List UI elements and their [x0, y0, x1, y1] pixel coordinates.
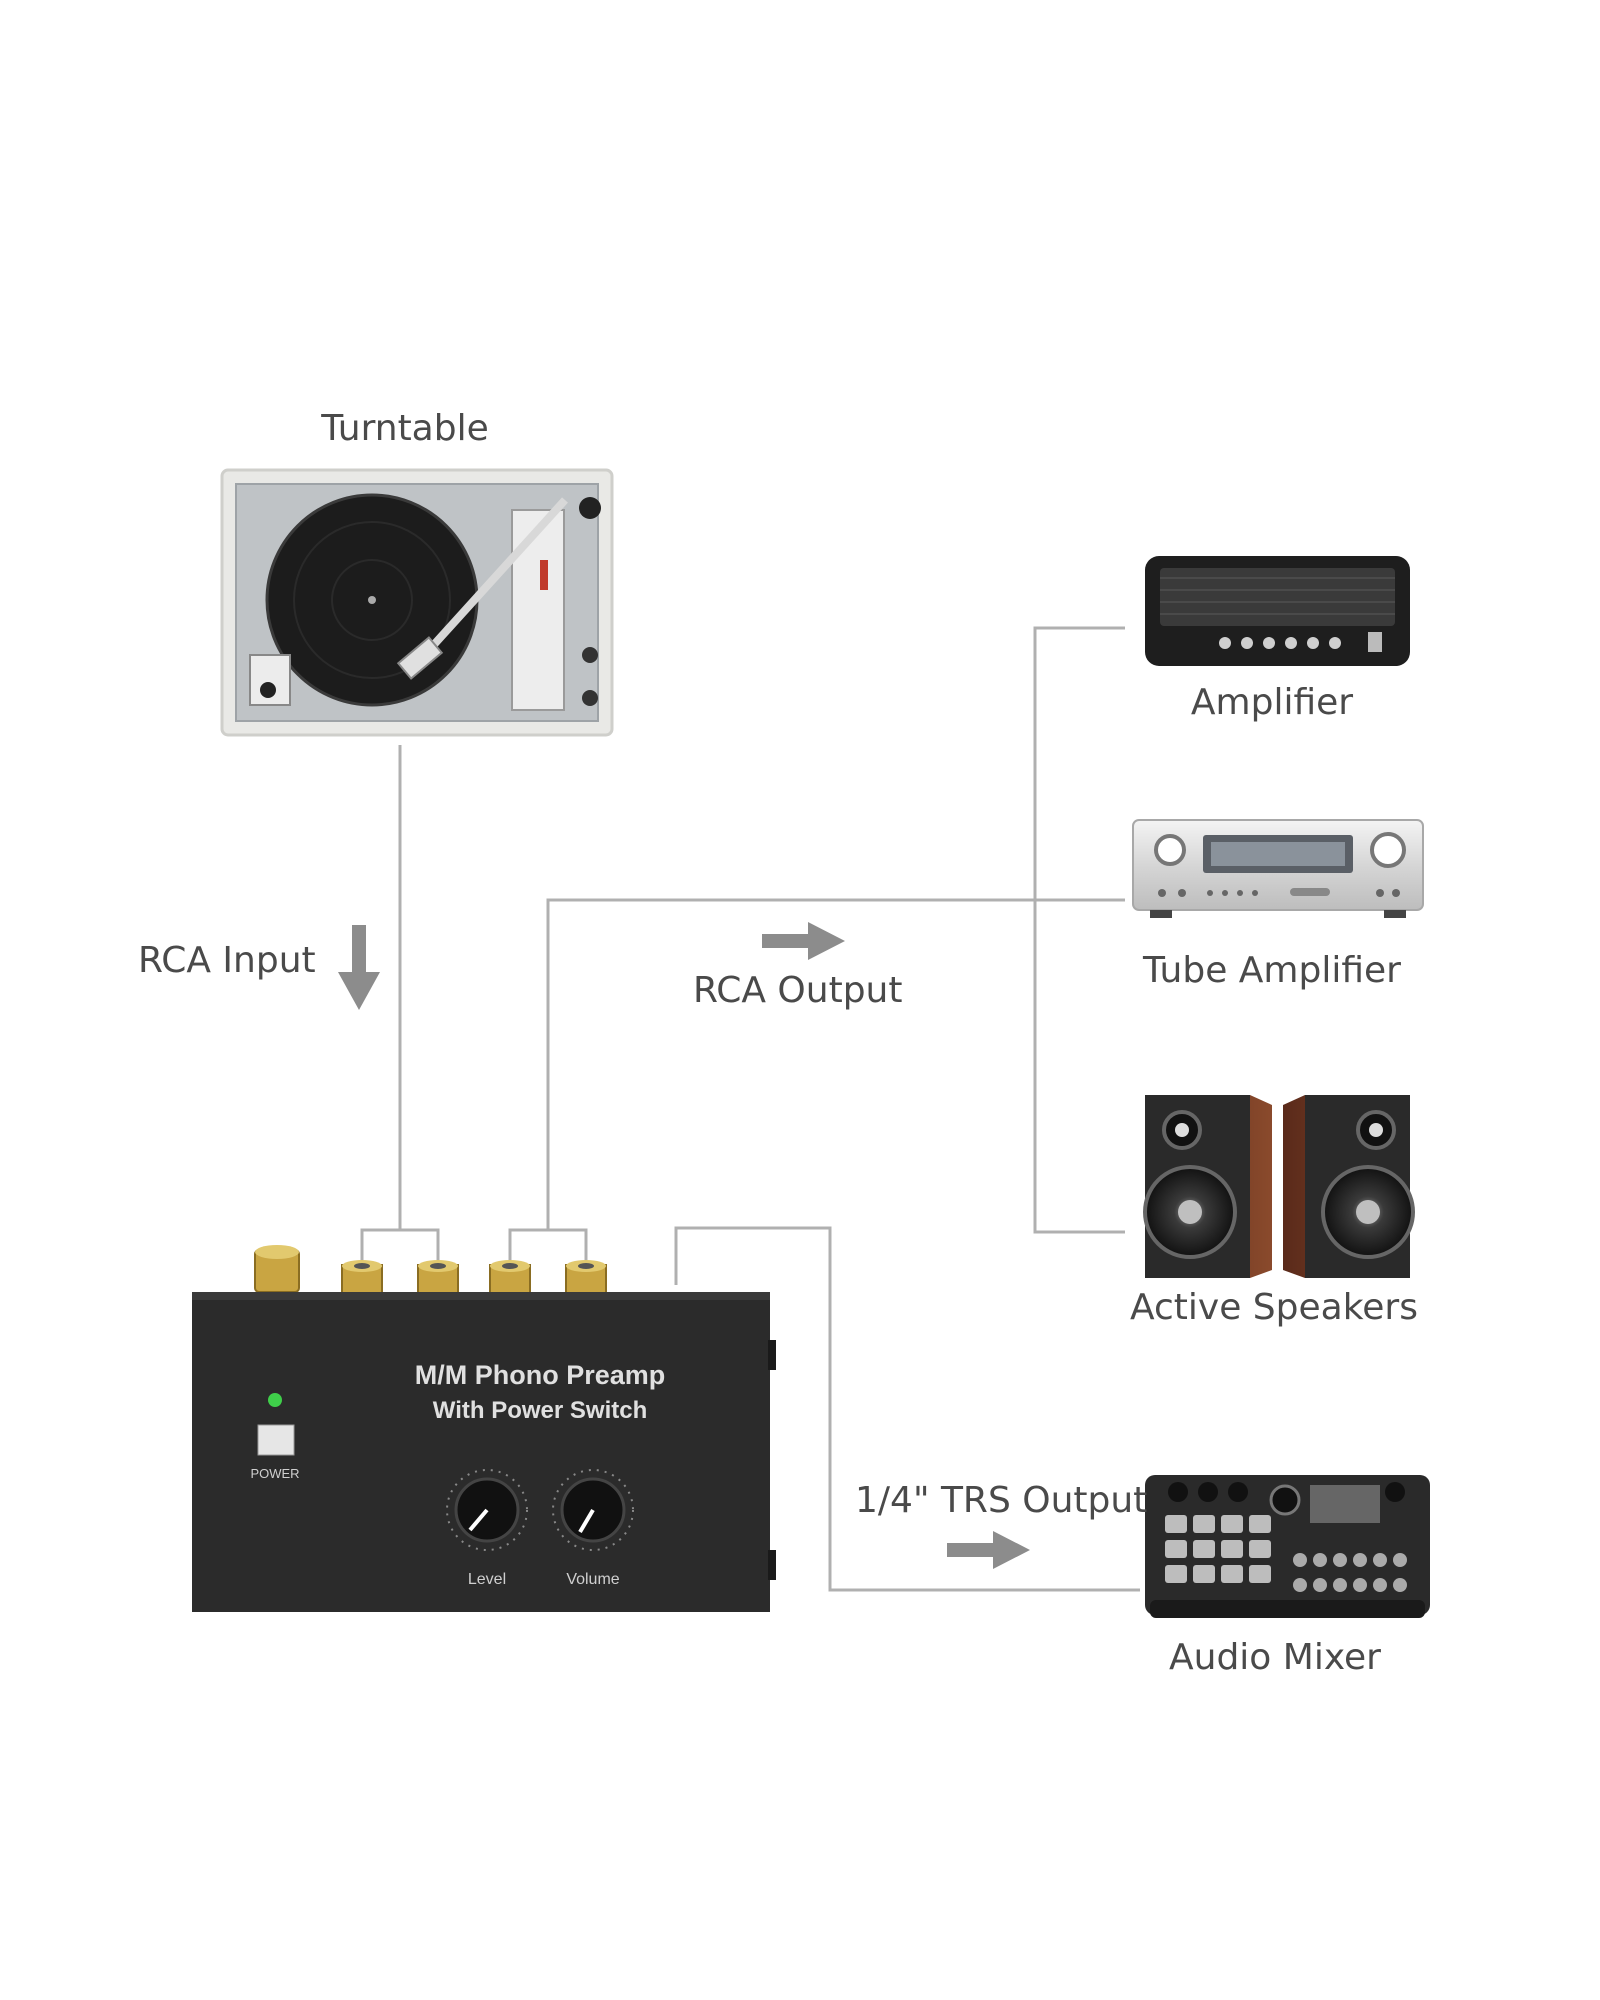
active-speakers-illustration	[1143, 1095, 1415, 1278]
wires	[360, 626, 1140, 1592]
amplifier-label: Amplifier	[1190, 682, 1354, 723]
rca-input-arrow	[338, 925, 380, 1010]
audio-mixer-label: Audio Mixer	[1169, 1637, 1381, 1678]
tube-amplifier-label: Tube Amplifier	[1143, 950, 1401, 991]
rca-jack-input-right	[417, 1260, 459, 1296]
amplifier-illustration	[1145, 556, 1410, 666]
rca-output-fork	[508, 1228, 588, 1265]
rca-jack-input-left	[341, 1260, 383, 1296]
tube-amplifier-illustration	[1132, 819, 1424, 918]
preamp-title-line1: M/M Phono Preamp	[415, 1360, 666, 1390]
turntable-label: Turntable	[321, 408, 489, 449]
ground-terminal	[254, 1245, 300, 1293]
rca-jacks	[254, 1245, 607, 1296]
level-knob	[446, 1469, 528, 1551]
rca-output-wire	[546, 898, 1125, 1230]
preamp-title-line2: With Power Switch	[433, 1397, 647, 1424]
amplifier-wire	[1033, 626, 1125, 1234]
rca-jack-output-right	[565, 1260, 607, 1296]
arrows	[338, 922, 1030, 1569]
trs-output-wire	[674, 1226, 1140, 1592]
audio-mixer-illustration	[1145, 1475, 1430, 1618]
active-speakers-label: Active Speakers	[1130, 1287, 1418, 1328]
rca-output-arrow	[762, 922, 845, 960]
rca-input-fork	[360, 1228, 440, 1265]
volume-knob	[552, 1469, 634, 1551]
trs-output-arrow	[947, 1531, 1030, 1569]
power-led	[268, 1393, 282, 1407]
rca-jack-output-left	[489, 1260, 531, 1296]
power-label: POWER	[250, 1466, 299, 1481]
volume-knob-label: Volume	[566, 1571, 619, 1588]
power-switch	[257, 1424, 295, 1456]
rca-output-label: RCA Output	[693, 970, 903, 1011]
turntable-illustration	[220, 468, 614, 737]
trs-output-label: 1/4" TRS Output	[855, 1480, 1148, 1521]
level-knob-label: Level	[468, 1571, 506, 1588]
preamp-device: M/M Phono Preamp With Power Switch POWER…	[192, 1245, 776, 1612]
rca-input-label: RCA Input	[138, 940, 316, 981]
